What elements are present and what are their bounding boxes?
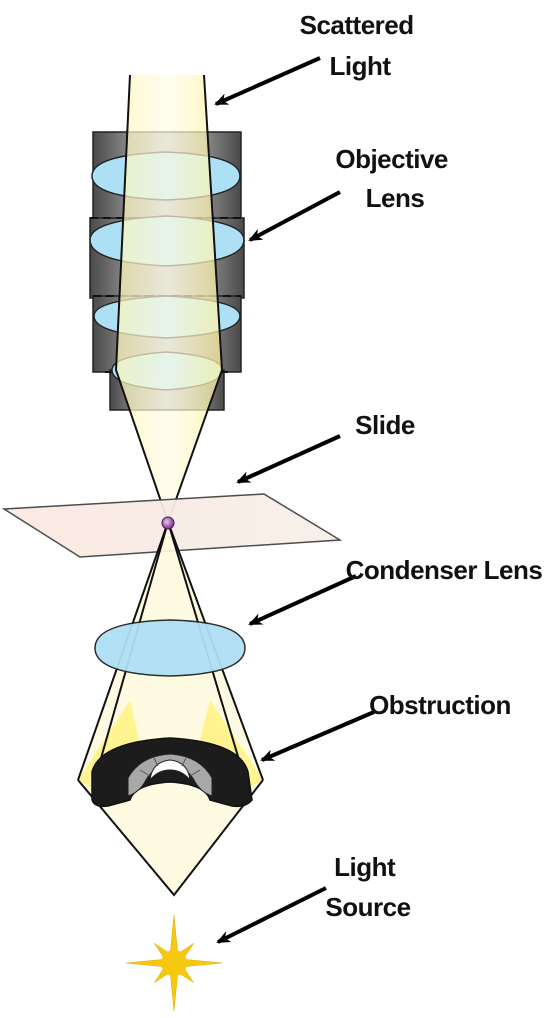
arrow-condenser-lens (248, 574, 357, 626)
callout-arrows (214, 56, 375, 944)
label-light-source: Light Source (325, 852, 410, 922)
illumination-cone (77, 519, 264, 897)
specimen-point (161, 516, 175, 530)
label-obstruction: Obstruction (369, 690, 511, 720)
arrow-obstruction (260, 710, 375, 762)
scattered-light-beam (114, 74, 224, 523)
label-scattered-light: Scattered Light (300, 10, 421, 81)
arrow-slide (236, 434, 341, 484)
arrow-scattered-light (214, 56, 321, 106)
label-slide: Slide (355, 410, 415, 440)
arrow-light-source (216, 886, 327, 944)
light-source-sun-icon (125, 914, 223, 1012)
obstruction-stop (91, 737, 253, 808)
label-condenser-lens: Condenser Lens (346, 555, 543, 585)
condenser-lens (94, 619, 246, 677)
arrow-objective-lens (248, 190, 341, 242)
label-objective-lens: Objective Lens (335, 144, 454, 213)
